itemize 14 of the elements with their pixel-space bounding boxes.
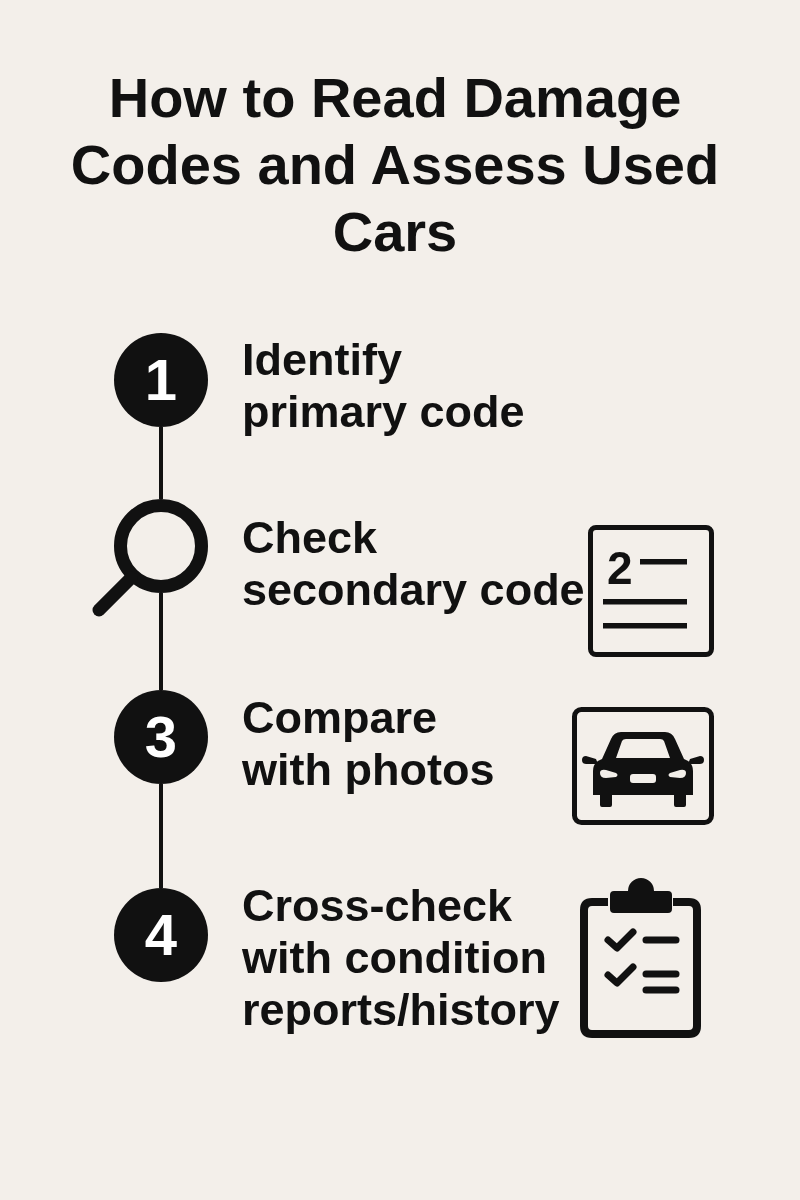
document-card bbox=[588, 525, 714, 657]
connector-line bbox=[159, 593, 163, 690]
step-label: Cross-check with condition reports/history bbox=[242, 880, 561, 1036]
step-circle: 4 bbox=[114, 888, 208, 982]
connector-line bbox=[159, 784, 163, 888]
step-label: Check secondary code bbox=[242, 512, 586, 616]
title: How to Read Damage Codes and Assess Used Cars bbox=[69, 65, 721, 265]
step-circle: 1 bbox=[114, 333, 208, 427]
magnifier-icon bbox=[92, 499, 209, 617]
step-circle: 3 bbox=[114, 690, 208, 784]
connector-line bbox=[159, 427, 163, 499]
step-label: Identify primary code bbox=[242, 334, 526, 438]
step-label: Compare with photos bbox=[242, 692, 496, 796]
step-number: 2 bbox=[607, 545, 633, 591]
